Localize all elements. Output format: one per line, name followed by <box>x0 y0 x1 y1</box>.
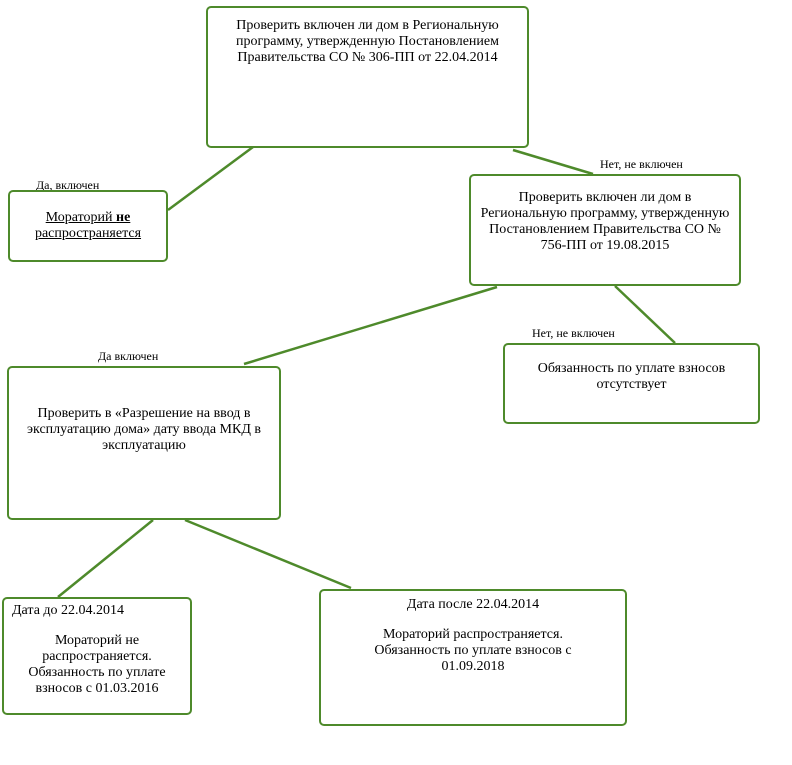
before-date-box: Дата до 22.04.2014 Мораторий не распрост… <box>2 597 192 715</box>
after-date-heading: Дата после 22.04.2014 <box>406 597 540 612</box>
connector-permit-to-after <box>184 518 352 590</box>
moratorium-not-applies-text: Мораторий не распространяется <box>22 210 154 242</box>
second-check-text: Проверить включен ли дом в Региональную … <box>480 190 730 253</box>
root-check-box: Проверить включен ли дом в Региональную … <box>206 6 529 148</box>
after-date-box: Дата после 22.04.2014 Мораторий распрост… <box>319 589 627 726</box>
permit-check-text: Проверить в «Разрешение на ввод в эксплу… <box>26 406 261 453</box>
label-no-not-included-1: Нет, не включен <box>600 157 683 171</box>
connector-root-to-second-check <box>512 148 594 176</box>
before-date-heading: Дата до 22.04.2014 <box>12 603 125 618</box>
no-obligation-text: Обязанность по уплате взносов отсутствуе… <box>537 361 726 392</box>
connector-second-to-permit <box>243 285 498 366</box>
second-check-box: Проверить включен ли дом в Региональную … <box>469 174 741 286</box>
no-obligation-box: Обязанность по уплате взносов отсутствуе… <box>503 343 760 424</box>
label-no-not-included-2: Нет, не включен <box>532 326 615 340</box>
moratorium-not-applies-box: Мораторий не распространяется <box>8 190 168 262</box>
label-yes-included: Да, включен <box>36 178 100 192</box>
moratorium-bold-not: не <box>116 210 131 225</box>
moratorium-suffix: распространяется <box>34 226 142 241</box>
root-check-text: Проверить включен ли дом в Региональную … <box>236 18 499 65</box>
after-date-text: Мораторий распространяется. Обязанность … <box>374 627 572 674</box>
moratorium-prefix: Мораторий <box>45 210 117 225</box>
connector-permit-to-before <box>57 519 154 598</box>
label-yes-included-2: Да включен <box>98 349 159 363</box>
connector-root-to-not-applies <box>167 145 254 212</box>
connector-second-to-no-obligation <box>614 285 676 344</box>
permit-check-box: Проверить в «Разрешение на ввод в эксплу… <box>7 366 281 520</box>
before-date-text: Мораторий не распространяется. Обязаннос… <box>28 633 166 696</box>
